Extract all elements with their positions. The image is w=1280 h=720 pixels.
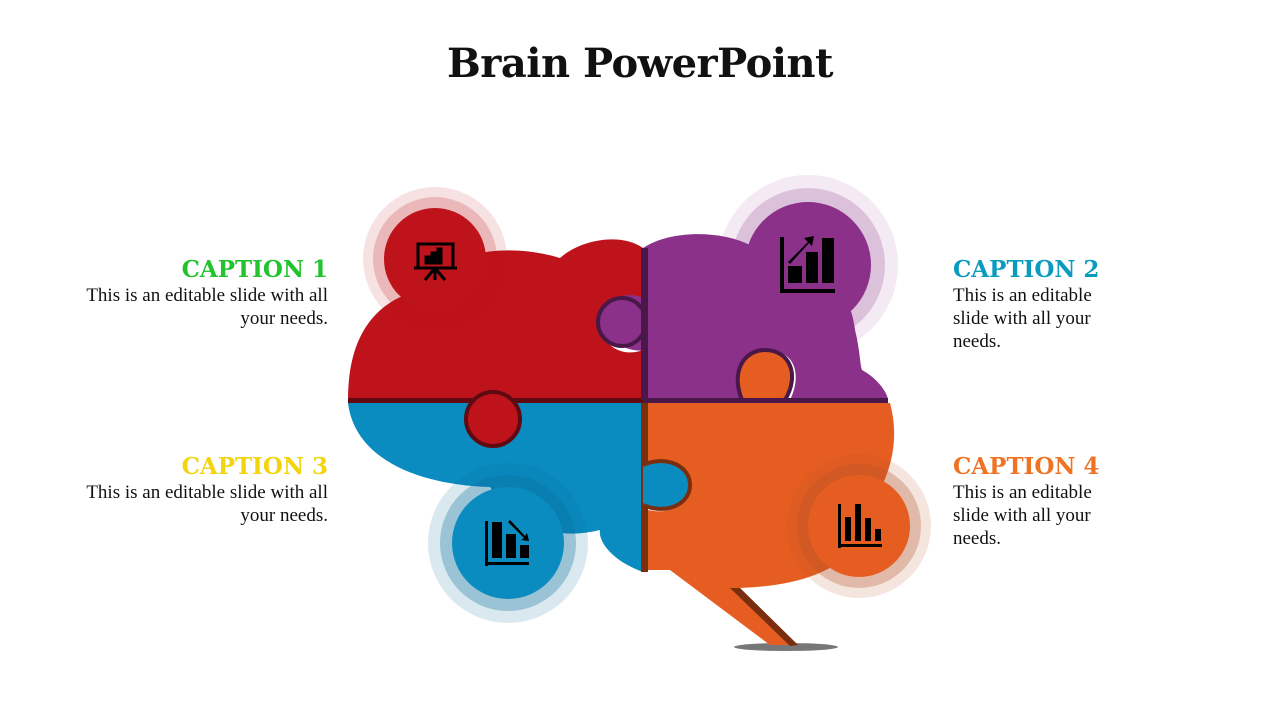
caption-3: CAPTION 3 This is an editable slide with… xyxy=(68,453,328,527)
slide-title: Brain PowerPoint xyxy=(446,40,834,87)
presentation-chart-icon xyxy=(414,242,457,281)
tail-shadow xyxy=(734,643,838,651)
caption-1: CAPTION 1 This is an editable slide with… xyxy=(68,256,328,330)
puzzle-piece-red xyxy=(348,239,643,400)
caption-2-heading: CAPTION 2 xyxy=(953,256,1100,283)
caption-2: CAPTION 2 This is an editable slide with… xyxy=(953,256,1123,353)
icon-circle-1 xyxy=(363,187,507,331)
growth-chart-icon xyxy=(780,236,835,293)
puzzle-piece-blue xyxy=(348,403,690,572)
caption-4: CAPTION 4 This is an editable slide with… xyxy=(953,453,1123,550)
caption-3-body: This is an editable slide with all your … xyxy=(86,482,328,526)
icon-circle-3 xyxy=(428,463,588,623)
puzzle-piece-orange xyxy=(648,403,895,645)
icon-circle-2 xyxy=(718,175,898,355)
icon-circle-4 xyxy=(787,454,931,598)
decline-chart-icon xyxy=(485,520,529,566)
caption-3-heading: CAPTION 3 xyxy=(181,453,328,480)
caption-1-heading: CAPTION 1 xyxy=(181,256,328,283)
caption-4-body: This is an editable slide with all your … xyxy=(953,482,1092,549)
caption-2-body: This is an editable slide with all your … xyxy=(953,285,1092,352)
caption-1-body: This is an editable slide with all your … xyxy=(86,285,328,329)
bar-chart-icon xyxy=(838,504,882,548)
caption-4-heading: CAPTION 4 xyxy=(953,453,1100,480)
